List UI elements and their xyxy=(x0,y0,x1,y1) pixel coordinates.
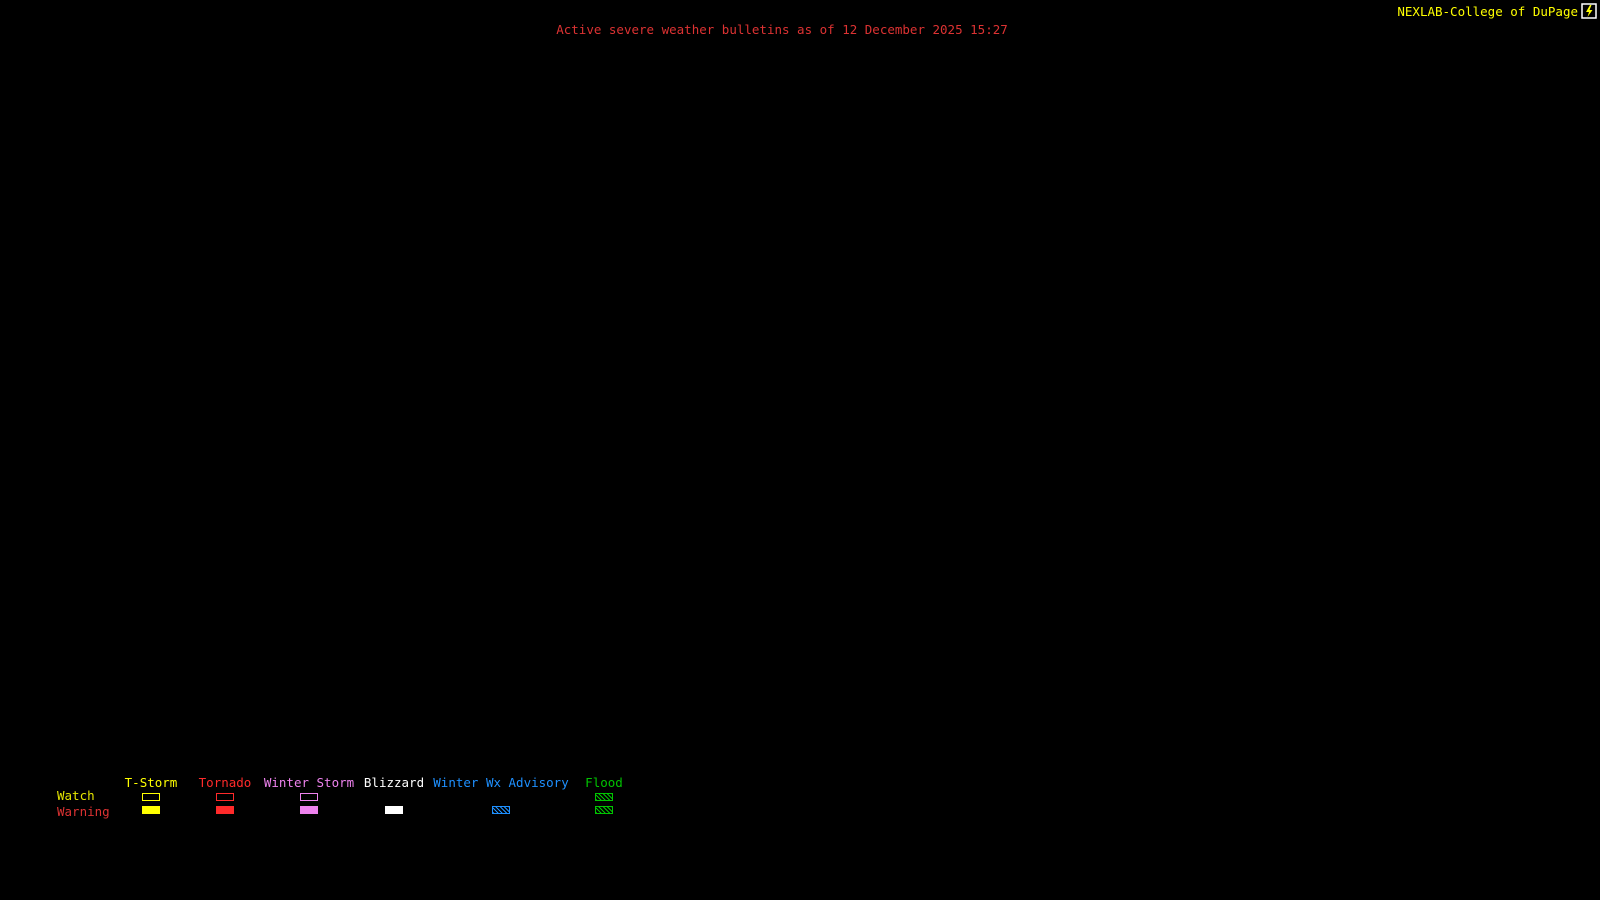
winter-wx-advisory-swatch xyxy=(492,806,510,814)
legend-label-winter-storm: Winter Storm xyxy=(263,775,355,790)
legend-label-blizzard: Blizzard xyxy=(363,775,425,790)
legend-label-flood: Flood xyxy=(585,775,623,790)
legend-label-tornado: Tornado xyxy=(198,775,252,790)
bulletin-title: Active severe weather bulletins as of 12… xyxy=(556,22,1008,37)
brand-text: NEXLAB-College of DuPage xyxy=(1397,4,1578,19)
legend-row-label-warning: Warning xyxy=(57,804,110,819)
tstorm-warning-swatch xyxy=(142,806,160,814)
tornado-watch-swatch xyxy=(216,793,234,801)
flood-watch-swatch xyxy=(595,793,613,801)
winter-storm-watch-swatch xyxy=(300,793,318,801)
legend-column-tstorm: T-Storm xyxy=(111,776,191,814)
legend-row-label-watch: Watch xyxy=(57,788,95,803)
tstorm-watch-swatch xyxy=(142,793,160,801)
tornado-warning-swatch xyxy=(216,806,234,814)
flood-warning-swatch xyxy=(595,806,613,814)
blizzard-warning-swatch xyxy=(385,806,403,814)
legend-column-winter-wx-advisory: Winter Wx Advisory xyxy=(431,776,571,814)
winter-storm-warning-swatch xyxy=(300,806,318,814)
legend-column-flood: Flood xyxy=(564,776,644,814)
station-logo-icon xyxy=(1581,3,1597,19)
legend-label-tstorm: T-Storm xyxy=(124,775,178,790)
legend-column-winter-storm: Winter Storm xyxy=(249,776,369,814)
legend-label-winter-wx-advisory: Winter Wx Advisory xyxy=(433,775,569,790)
legend: Watch Warning T-Storm Tornado Winter Sto… xyxy=(0,776,720,826)
legend-column-blizzard: Blizzard xyxy=(354,776,434,814)
legend-column-tornado: Tornado xyxy=(185,776,265,814)
